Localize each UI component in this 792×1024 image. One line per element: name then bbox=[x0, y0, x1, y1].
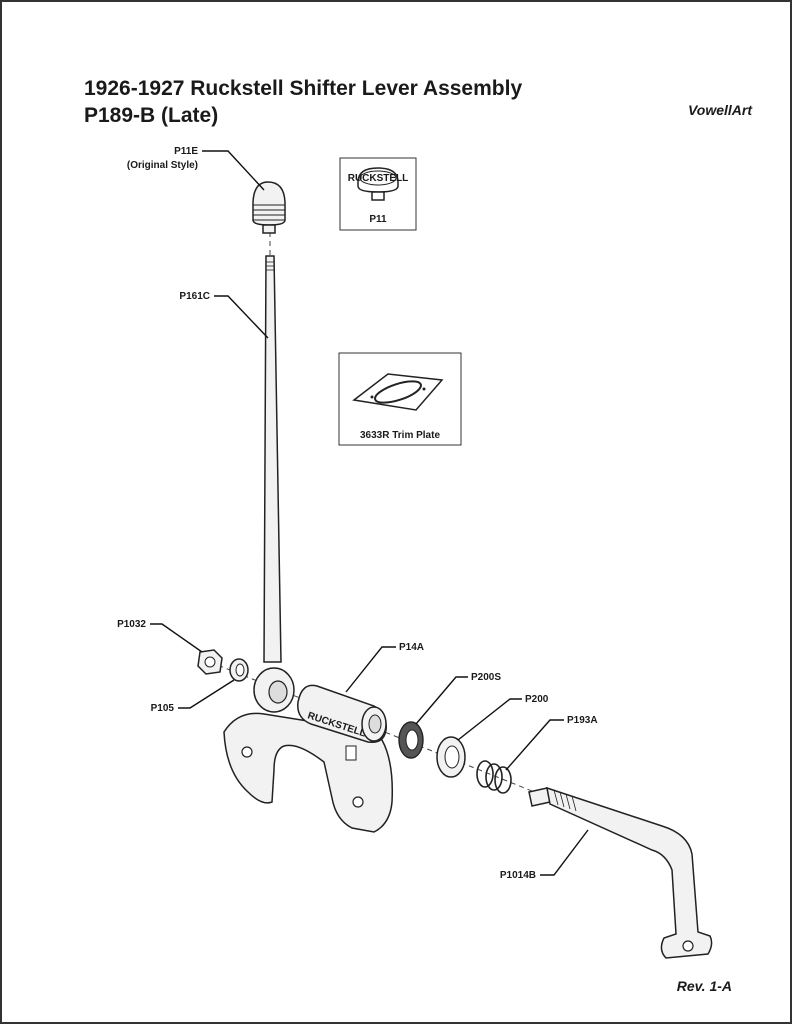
leader-p105 bbox=[178, 679, 235, 709]
label-p1014b: P1014B bbox=[500, 870, 536, 881]
lever-p161c bbox=[253, 255, 295, 713]
label-p105: P105 bbox=[151, 703, 175, 714]
leader-p1014b bbox=[540, 829, 589, 876]
leader-p1032 bbox=[150, 623, 203, 653]
label-p11e: P11E bbox=[174, 146, 198, 157]
label-p200s: P200S bbox=[471, 672, 501, 683]
label-p14a: P14A bbox=[399, 642, 424, 653]
leader-p193a bbox=[505, 719, 564, 771]
spring-p193a bbox=[476, 760, 512, 794]
leader-p161c bbox=[214, 295, 269, 339]
diagram-title: 1926-1927 Ruckstell Shifter Lever Assemb… bbox=[84, 77, 523, 100]
leader-p14a bbox=[345, 646, 396, 693]
revision-label: Rev. 1-A bbox=[676, 978, 732, 994]
seal-p200s bbox=[398, 721, 424, 759]
inset-box-trim-plate: 3633R Trim Plate bbox=[338, 352, 462, 446]
nut-p1032 bbox=[197, 649, 223, 675]
knob-p11e bbox=[252, 181, 286, 234]
diagram-subtitle: P189-B (Late) bbox=[84, 104, 219, 127]
label-p1032: P1032 bbox=[117, 619, 146, 630]
inset-box-p11: RUCKSTELL P11 bbox=[339, 157, 417, 231]
knob-p11-engraving: RUCKSTELL bbox=[348, 173, 409, 184]
inset-box-trim-plate-label: 3633R Trim Plate bbox=[360, 430, 440, 441]
brand-credit: VowellArt bbox=[687, 102, 752, 118]
shifter-bracket bbox=[223, 712, 394, 833]
leader-p200s bbox=[415, 676, 468, 725]
leader-p200 bbox=[457, 698, 522, 741]
label-p161c: P161C bbox=[179, 291, 210, 302]
knob-p11-illustration bbox=[357, 167, 399, 201]
label-p193a: P193A bbox=[567, 715, 598, 726]
lockwasher-p105 bbox=[229, 658, 249, 682]
trim-plate-illustration bbox=[352, 373, 444, 411]
label-p200: P200 bbox=[525, 694, 549, 705]
shaft-p1014b bbox=[528, 786, 713, 959]
inset-box-p11-label: P11 bbox=[369, 214, 387, 225]
label-p11e-note: (Original Style) bbox=[127, 160, 198, 171]
leader-p11e bbox=[202, 150, 265, 191]
washer-p200 bbox=[436, 736, 466, 778]
